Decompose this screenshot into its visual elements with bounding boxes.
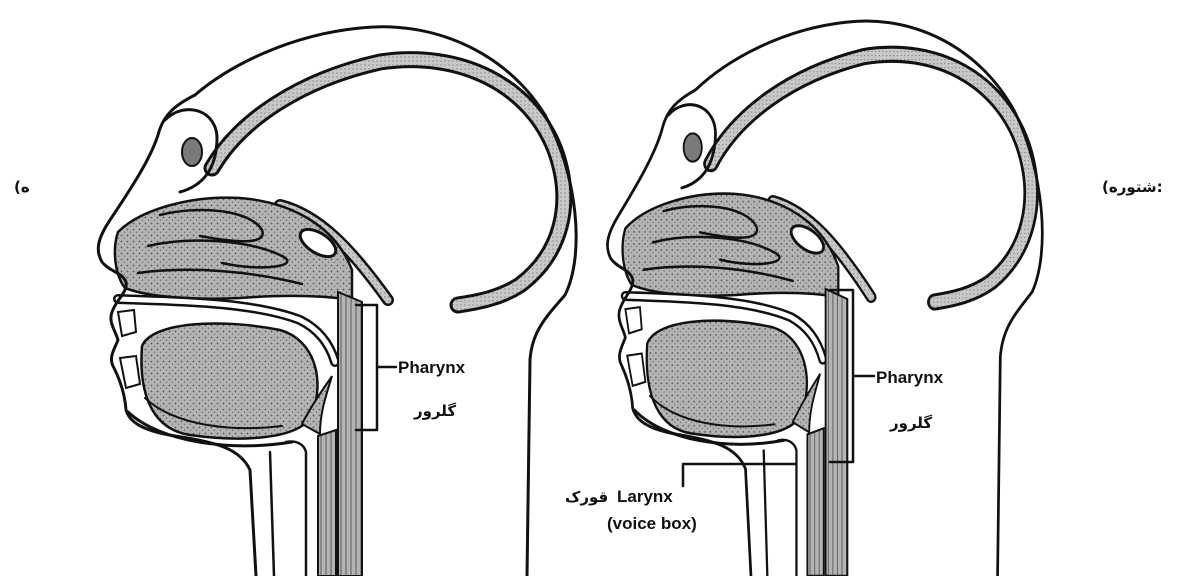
esophagus: [807, 428, 823, 575]
left-head-section: [98, 27, 576, 576]
pharynx-wall: [826, 289, 848, 576]
pharynx-wall: [338, 292, 362, 576]
upper-teeth: [118, 310, 136, 336]
right-panel-marker: (شتوره:: [1102, 178, 1163, 196]
trachea-wall: [270, 452, 274, 576]
left-panel-marker: (ه: [14, 178, 30, 196]
frontal-sinus: [182, 138, 202, 166]
right-pharynx-label: Pharynx: [876, 368, 944, 387]
right-pharynx-label-local: گلرور: [889, 414, 932, 432]
left-pharynx-label-local: گلرور: [413, 402, 456, 420]
trachea-wall: [764, 451, 768, 576]
larynx-label: Larynx: [617, 487, 673, 506]
trachea-wall: [778, 440, 796, 576]
frontal-sinus: [684, 133, 702, 161]
tongue: [141, 323, 317, 438]
left-pharynx-label: Pharynx: [398, 358, 466, 377]
larynx-label-local: قورک: [565, 488, 608, 506]
upper-teeth: [625, 307, 641, 333]
bracket-line: [683, 464, 796, 486]
tongue: [647, 321, 807, 437]
esophagus: [318, 430, 336, 576]
lower-teeth: [627, 354, 645, 386]
larynx-bracket: [683, 464, 796, 486]
larynx-sublabel: (voice box): [607, 514, 697, 533]
trachea-wall: [286, 441, 306, 576]
lower-teeth: [120, 356, 140, 388]
